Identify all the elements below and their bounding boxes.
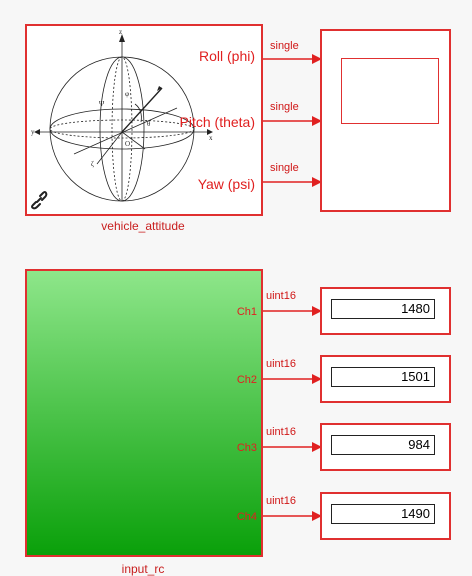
svg-text:y: y (31, 128, 35, 136)
svg-text:φ: φ (125, 90, 129, 98)
display-block-ch3[interactable]: 984 (320, 423, 451, 471)
input-rc-block[interactable]: Ch1 Ch2 Ch3 Ch4 (25, 269, 263, 557)
signal-type-pitch: single (270, 101, 299, 113)
attitude-signal-lines (262, 54, 322, 187)
svg-text:ζ: ζ (91, 160, 94, 168)
port-pitch: Pitch (theta) (179, 114, 255, 130)
input-rc-label: input_rc (121, 562, 165, 576)
link-icon (31, 191, 48, 210)
display-block-ch2[interactable]: 1501 (320, 355, 451, 403)
svg-text:O: O (125, 140, 130, 148)
port-ch2: Ch2 (236, 374, 257, 386)
display-value-ch3: 984 (331, 435, 435, 455)
signal-type-ch2: uint16 (266, 358, 296, 370)
signal-type-ch3: uint16 (266, 426, 296, 438)
vehicle-attitude-block[interactable]: z y x Ψ θ O ζ φ Roll (phi) Pitch (theta)… (25, 24, 263, 216)
signal-type-ch1: uint16 (266, 290, 296, 302)
sphere-coordinate-icon: z y x Ψ θ O ζ φ (31, 28, 213, 202)
port-roll: Roll (phi) (198, 48, 255, 64)
svg-text:x: x (209, 134, 213, 142)
svg-text:Ψ: Ψ (99, 100, 105, 108)
svg-text:θ: θ (147, 120, 151, 128)
signal-type-yaw: single (270, 162, 299, 174)
signal-type-ch4: uint16 (266, 495, 296, 507)
display-block-ch4[interactable]: 1490 (320, 492, 451, 540)
display-value-ch4: 1490 (331, 504, 435, 524)
scope-screen-icon (341, 58, 439, 124)
port-ch4: Ch4 (236, 511, 257, 523)
scope-block[interactable] (320, 29, 451, 212)
signal-type-roll: single (270, 40, 299, 52)
port-yaw: Yaw (psi) (197, 176, 255, 192)
port-ch1: Ch1 (236, 306, 257, 318)
svg-text:z: z (119, 28, 122, 36)
port-ch3: Ch3 (236, 442, 257, 454)
display-value-ch1: 1480 (331, 299, 435, 319)
vehicle-attitude-label: vehicle_attitude (101, 219, 185, 233)
display-value-ch2: 1501 (331, 367, 435, 387)
display-block-ch1[interactable]: 1480 (320, 287, 451, 335)
rc-signal-lines (262, 306, 322, 521)
